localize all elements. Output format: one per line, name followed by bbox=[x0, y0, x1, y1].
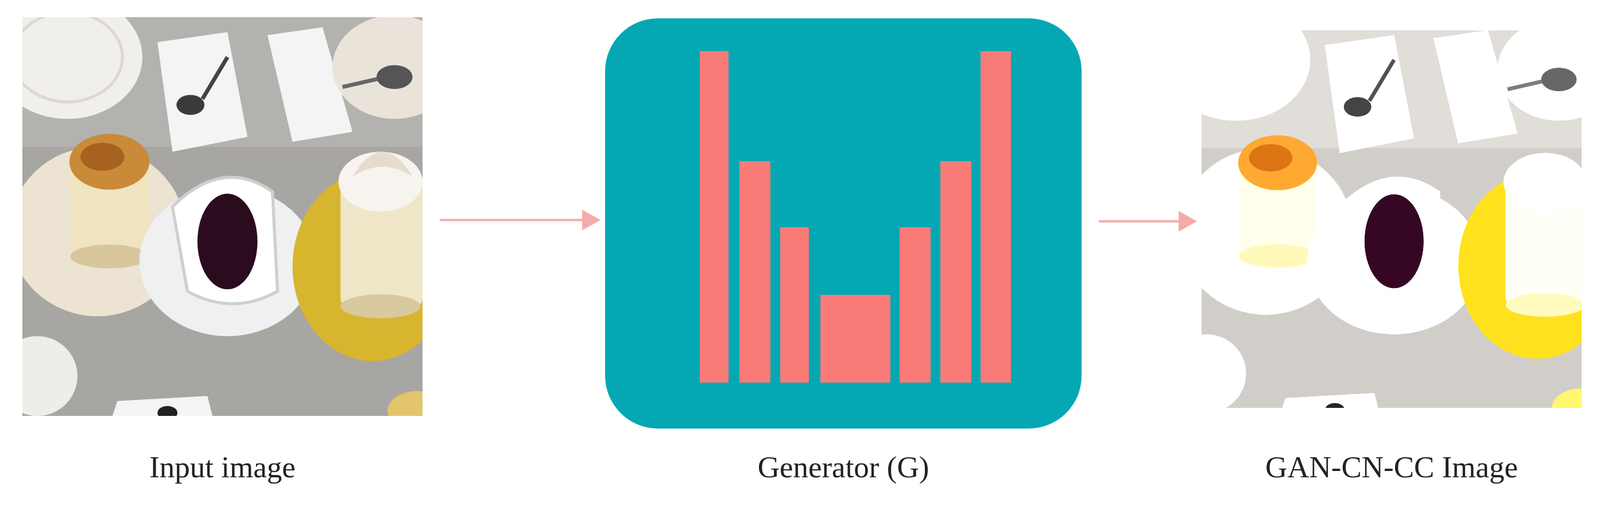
layer-bar bbox=[780, 227, 809, 383]
input-image-box: Input image bbox=[22, 17, 423, 417]
layer-bar bbox=[899, 227, 931, 383]
node-caption: Input image bbox=[149, 450, 296, 486]
node-caption: Generator (G) bbox=[757, 450, 930, 486]
layer-bar bbox=[820, 295, 891, 383]
generator-box: Generator (G) bbox=[605, 18, 1082, 429]
layer-bar bbox=[699, 51, 729, 383]
flow-arrow bbox=[1098, 211, 1197, 232]
node-caption: GAN-CN-CC Image bbox=[1265, 450, 1518, 486]
layer-bars bbox=[605, 18, 1082, 429]
output-photo bbox=[1201, 30, 1582, 409]
layer-bar bbox=[980, 51, 1011, 383]
output-image-box: GAN-CN-CC Image bbox=[1201, 30, 1582, 409]
flow-arrow bbox=[439, 210, 601, 231]
layer-bar bbox=[739, 161, 771, 383]
input-photo bbox=[22, 17, 423, 417]
layer-bar bbox=[940, 161, 972, 383]
